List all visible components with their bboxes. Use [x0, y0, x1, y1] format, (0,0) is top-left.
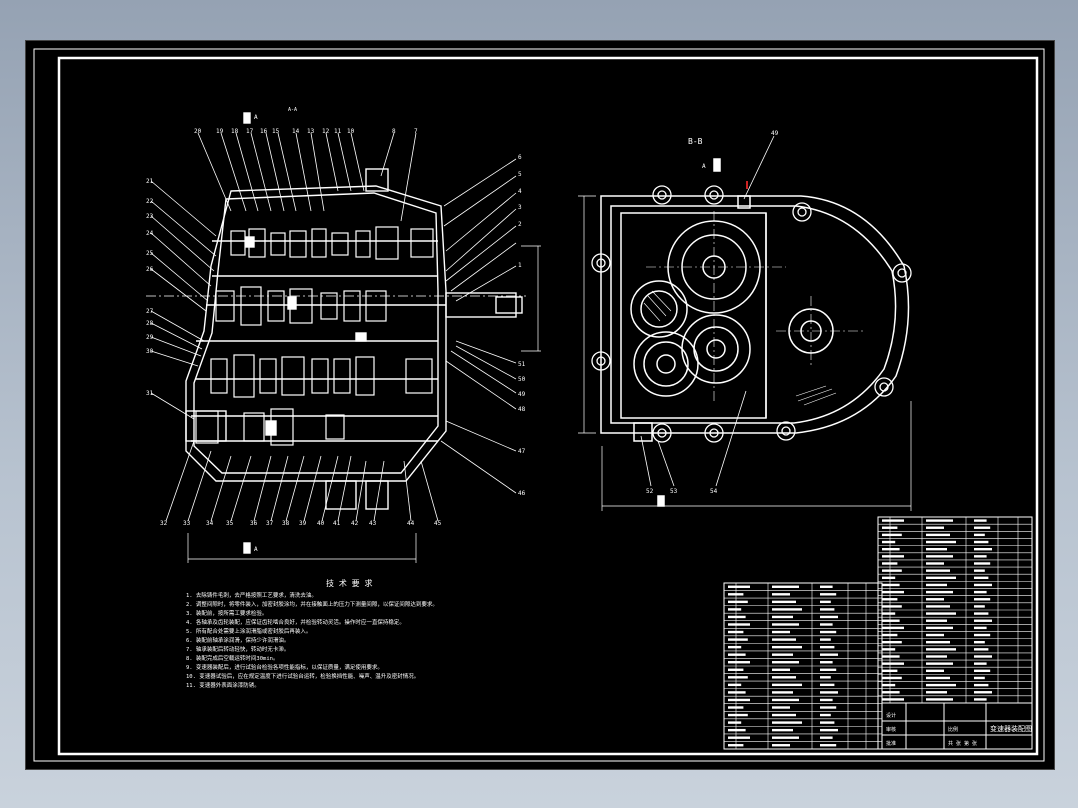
svg-text:54: 54 [710, 488, 718, 495]
tech-requirement-line: 11. 变速器外表面涂漆防锈。 [186, 681, 260, 689]
drawing-inner-frame [57, 56, 1039, 756]
tech-requirement-line: 8. 装配完成后空载运转时间30min。 [186, 654, 279, 662]
tech-requirement-line: 4. 各轴承及齿轮装配，应保证齿轮啮合良好，并检验转动灵活。操作时应一直保持稳定… [186, 618, 405, 626]
svg-text:29: 29 [146, 334, 154, 341]
tech-requirements-title: 技 术 要 求 [326, 578, 372, 588]
tech-requirement-line: 3. 装配前，按所需工要求检验。 [186, 609, 267, 617]
svg-text:39: 39 [299, 520, 307, 527]
checker-label: 审核 [886, 726, 896, 733]
svg-text:6: 6 [518, 154, 522, 161]
view-label-right: B-B [688, 137, 703, 146]
scale-note-top: A-A [288, 107, 297, 113]
svg-text:33: 33 [183, 520, 191, 527]
svg-text:49: 49 [771, 130, 779, 137]
svg-text:27: 27 [146, 308, 154, 315]
svg-text:32: 32 [160, 520, 168, 527]
svg-text:10: 10 [347, 128, 355, 135]
svg-text:3: 3 [518, 204, 522, 211]
svg-text:20: 20 [194, 128, 202, 135]
svg-text:14: 14 [292, 128, 300, 135]
svg-text:23: 23 [146, 213, 154, 220]
technical-requirements: 技 术 要 求 1. 去除铸件毛刺，去严格按照工艺要求，清洗去油。2. 调整间隙… [186, 578, 438, 689]
approver-label: 批准 [886, 740, 896, 747]
tech-requirement-line: 5. 所有配合处需要上涂润滑脂或密封胶后再装入。 [186, 627, 311, 635]
svg-text:12: 12 [322, 128, 330, 135]
svg-text:24: 24 [146, 230, 154, 237]
svg-text:16: 16 [260, 128, 268, 135]
svg-text:40: 40 [317, 520, 325, 527]
svg-text:47: 47 [518, 448, 526, 455]
svg-text:2: 2 [518, 221, 522, 228]
svg-text:35: 35 [226, 520, 234, 527]
svg-text:8: 8 [392, 128, 396, 135]
svg-text:26: 26 [146, 266, 154, 273]
svg-text:1: 1 [518, 262, 522, 269]
drawing-border [33, 48, 1045, 762]
svg-text:18: 18 [231, 128, 239, 135]
tech-requirement-line: 2. 调整间隙时，将零件装入，加密封胶涂均，并在接触面上的压力下测量间隙，以保证… [186, 600, 438, 608]
svg-text:53: 53 [670, 488, 678, 495]
sheet-label: 共 张 第 张 [948, 740, 977, 747]
tech-requirement-line: 9. 变速器装配后，进行试验台检验各项性能指标，以保证质量，满足使用要求。 [186, 663, 383, 671]
tech-requirement-line: 1. 去除铸件毛刺，去严格按照工艺要求，清洗去油。 [186, 591, 317, 599]
svg-text:19: 19 [216, 128, 224, 135]
svg-text:51: 51 [518, 361, 526, 368]
svg-text:48: 48 [518, 406, 526, 413]
svg-text:46: 46 [518, 490, 526, 497]
svg-text:21: 21 [146, 178, 154, 185]
svg-text:44: 44 [407, 520, 415, 527]
parts-list [723, 516, 1033, 750]
svg-text:45: 45 [434, 520, 442, 527]
svg-text:38: 38 [282, 520, 290, 527]
svg-text:31: 31 [146, 390, 154, 397]
svg-text:49: 49 [518, 391, 526, 398]
section-view-left [146, 112, 541, 563]
svg-text:42: 42 [351, 520, 359, 527]
part-numbers-right: B-B A 49 52 53 54 [646, 130, 779, 495]
svg-text:4: 4 [518, 188, 522, 195]
tech-requirement-line: 7. 轴承装配后转动轻快，转动时无卡滞。 [186, 645, 289, 653]
designer-label: 设计 [886, 712, 896, 719]
svg-text:43: 43 [369, 520, 377, 527]
title-block-text: 变速器装配图 比例 共 张 第 张 设计 审核 批准 [886, 712, 1032, 747]
svg-text:7: 7 [414, 128, 418, 135]
svg-text:22: 22 [146, 198, 154, 205]
title-block [881, 702, 1033, 750]
section-label-bottom: A [254, 546, 258, 553]
svg-text:13: 13 [307, 128, 315, 135]
tech-requirement-line: 10. 变速器试验后，应在规定温度下进行试验台运转，检验换挡性能、噪声、温升及密… [186, 672, 419, 680]
svg-text:30: 30 [146, 348, 154, 355]
svg-text:52: 52 [646, 488, 654, 495]
section-label-right: A [702, 163, 706, 170]
svg-text:15: 15 [272, 128, 280, 135]
svg-text:36: 36 [250, 520, 258, 527]
section-label-top: A [254, 114, 258, 121]
scale-label: 比例 [948, 726, 958, 733]
end-view-right [578, 135, 912, 511]
drawing-name: 变速器装配图 [990, 724, 1032, 733]
tech-requirement-line: 6. 装配前轴承涂润滑，保持少许润滑油。 [186, 636, 289, 644]
svg-text:17: 17 [246, 128, 254, 135]
svg-text:41: 41 [333, 520, 341, 527]
svg-text:50: 50 [518, 376, 526, 383]
svg-text:5: 5 [518, 171, 522, 178]
svg-text:37: 37 [266, 520, 274, 527]
svg-text:11: 11 [334, 128, 342, 135]
svg-text:28: 28 [146, 320, 154, 327]
svg-text:34: 34 [206, 520, 214, 527]
svg-text:25: 25 [146, 250, 154, 257]
